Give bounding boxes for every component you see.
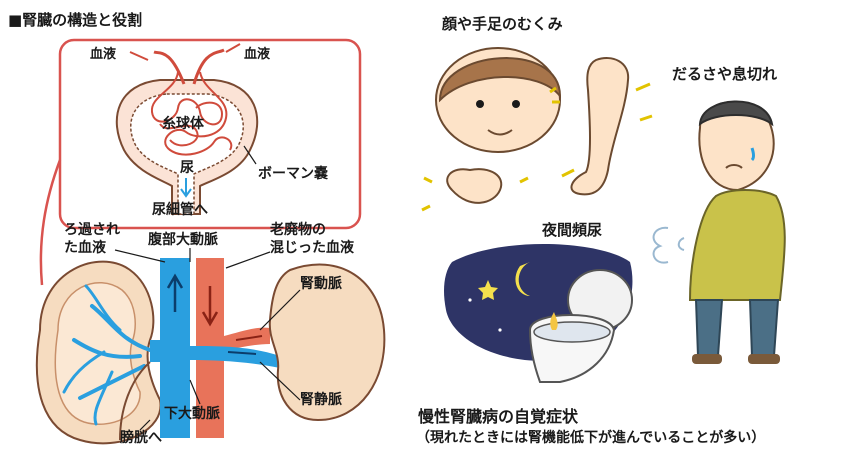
callout-line <box>39 159 62 286</box>
label-filtered-blood-2: た血液 <box>64 240 106 256</box>
label-renal-artery: 腎動脈 <box>300 276 342 292</box>
ureter <box>119 361 151 441</box>
inset-label-urine: 尿 <box>180 160 194 176</box>
abdominal-vein <box>160 258 190 438</box>
symptom-nocturia-label: 夜間頻尿 <box>542 221 603 239</box>
inset-label-tubule: 尿細管へ <box>152 202 208 218</box>
renal-vessels <box>62 284 152 426</box>
symptom-fatigue-label: だるさや息切れ <box>672 65 778 83</box>
inset-label-glomerulus: 糸球体 <box>162 116 204 132</box>
diagram-title: ■腎臓の構造と役割 <box>8 11 143 29</box>
label-filtered-blood-1: ろ過され <box>64 222 120 238</box>
label-abdominal-artery: 腹部大動脈 <box>148 232 218 248</box>
swollen-hand-illustration <box>421 168 529 212</box>
symptom-swelling-label: 顔や手足のむくみ <box>442 15 563 33</box>
inset-label-blood-left: 血液 <box>90 47 117 62</box>
symptoms-note: （現れたときには腎機能低下が進んでいることが多い） <box>416 430 766 446</box>
inset-arrows <box>129 43 241 198</box>
swollen-face-illustration <box>435 47 562 153</box>
renal-artery-vein <box>150 327 280 368</box>
symptoms-title: 慢性腎臓病の自覚症状 <box>418 407 579 426</box>
fatigue-man-illustration <box>652 100 786 364</box>
nocturia-illustration <box>444 243 633 383</box>
glomerulus-tangle <box>150 48 233 156</box>
swollen-leg-illustration <box>561 57 653 196</box>
inset-label-bowman: ボーマン嚢 <box>258 166 328 182</box>
label-renal-vein: 腎静脈 <box>300 392 342 408</box>
inset-label-blood-right: 血液 <box>244 47 271 62</box>
label-to-bladder: 膀胱へ <box>120 430 162 446</box>
label-waste-blood-1: 老廃物の <box>270 222 326 238</box>
label-waste-blood-2: 混じった血液 <box>270 240 354 256</box>
label-leaders <box>114 145 301 431</box>
label-inferior-artery: 下大動脈 <box>164 406 220 422</box>
